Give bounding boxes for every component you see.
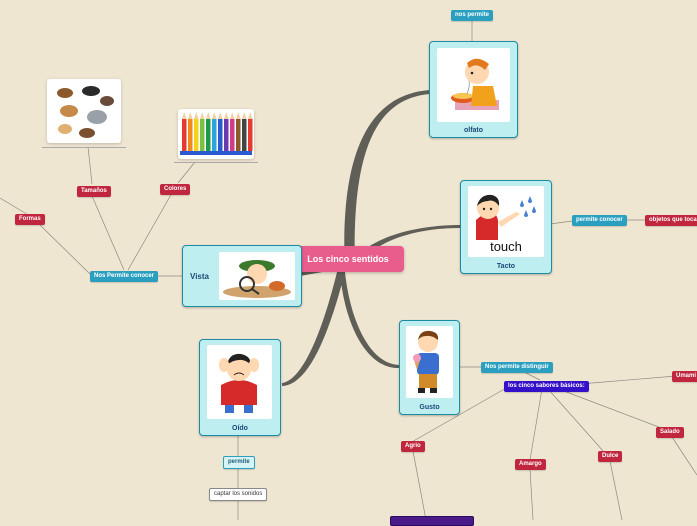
tacto-link-label[interactable]: permite conocer bbox=[572, 215, 627, 226]
flavor-umami[interactable]: Umami bbox=[672, 371, 697, 382]
dogs-underline bbox=[42, 147, 126, 148]
colored-pencils-illustration[interactable] bbox=[178, 109, 254, 159]
vista-colores[interactable]: Colores bbox=[160, 184, 191, 195]
boy-smelling-food-illustration bbox=[437, 48, 510, 122]
oido-target-label[interactable]: captar los sonidos bbox=[209, 488, 268, 501]
agrio-child-box[interactable] bbox=[390, 516, 474, 526]
flavor-agrio[interactable]: Agrio bbox=[401, 441, 425, 452]
boy-eating-icecream-illustration bbox=[406, 326, 453, 398]
dogs-illustration[interactable] bbox=[47, 79, 121, 143]
node-gusto[interactable]: Gusto bbox=[399, 320, 460, 415]
boy-covering-ears-illustration bbox=[207, 345, 272, 419]
central-topic[interactable]: Los cinco sentidos bbox=[292, 246, 404, 272]
node-tacto[interactable]: touch Tacto bbox=[460, 180, 552, 274]
vista-title: Vista bbox=[190, 272, 209, 281]
gusto-title: Gusto bbox=[419, 404, 440, 411]
tacto-title: Tacto bbox=[496, 263, 516, 270]
flavor-dulce[interactable]: Dulce bbox=[598, 451, 623, 462]
node-vista[interactable]: Vista bbox=[182, 245, 302, 307]
oido-link-label[interactable]: permite bbox=[223, 456, 255, 469]
boy-touching-water-illustration: touch bbox=[468, 186, 544, 257]
olfato-title: olfato bbox=[463, 127, 484, 134]
vista-tamanos[interactable]: Tamaños bbox=[77, 186, 111, 197]
tacto-target-label[interactable]: objetos que tocan bbox=[645, 215, 697, 226]
gusto-hub-label[interactable]: los cinco sabores básicos: bbox=[504, 381, 589, 392]
flavor-amargo[interactable]: Amargo bbox=[515, 459, 546, 470]
boy-magnifying-glass-illustration bbox=[219, 252, 295, 300]
pencils-underline bbox=[174, 162, 258, 163]
oido-title: Oído bbox=[232, 425, 248, 432]
olfato-link-label[interactable]: nos permite bbox=[451, 10, 494, 21]
vista-link-label[interactable]: Nos Permite conocer bbox=[90, 271, 159, 282]
touch-word: touch bbox=[490, 239, 522, 254]
vista-formas[interactable]: Formas bbox=[15, 214, 45, 225]
gusto-link-label[interactable]: Nos permite distinguir bbox=[481, 362, 553, 373]
node-olfato[interactable]: olfato bbox=[429, 41, 518, 138]
node-oido[interactable]: Oído bbox=[199, 339, 281, 436]
flavor-salado[interactable]: Salado bbox=[656, 427, 684, 438]
